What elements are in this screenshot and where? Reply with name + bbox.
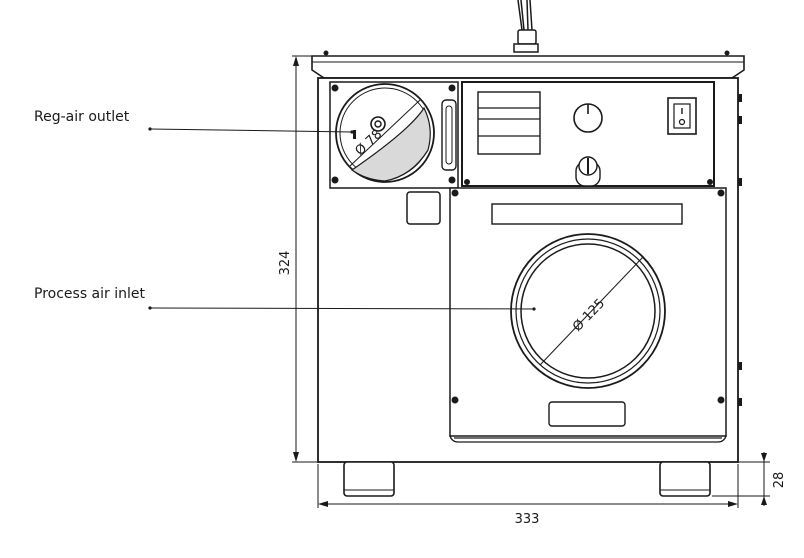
feet [343, 461, 711, 497]
feet-height-dimension-label: 28 [772, 472, 787, 489]
process-air-inlet-leader [148, 306, 536, 311]
reg-air-outlet-label: Reg-air outlet [34, 109, 130, 125]
power-cord [513, 0, 539, 53]
power-switch [667, 97, 697, 135]
height-dimension-label: 324 [278, 251, 293, 276]
dial-knob [573, 103, 603, 133]
height-dimension [292, 55, 344, 463]
width-dimension-label: 333 [515, 512, 540, 527]
process-air-inlet-label: Process air inlet [34, 286, 145, 302]
display-panel [477, 91, 541, 155]
reg-air-outlet-port [335, 83, 435, 183]
top-lid [311, 50, 745, 79]
reg-air-outlet-leader [148, 127, 354, 134]
width-dimension [317, 464, 739, 508]
adjustment-knob [575, 156, 601, 187]
control-panel [461, 81, 715, 187]
side-clips [738, 94, 742, 406]
feet-height-dimension [712, 452, 770, 506]
small-square-cover [406, 191, 441, 225]
process-air-inlet-port [510, 233, 666, 389]
